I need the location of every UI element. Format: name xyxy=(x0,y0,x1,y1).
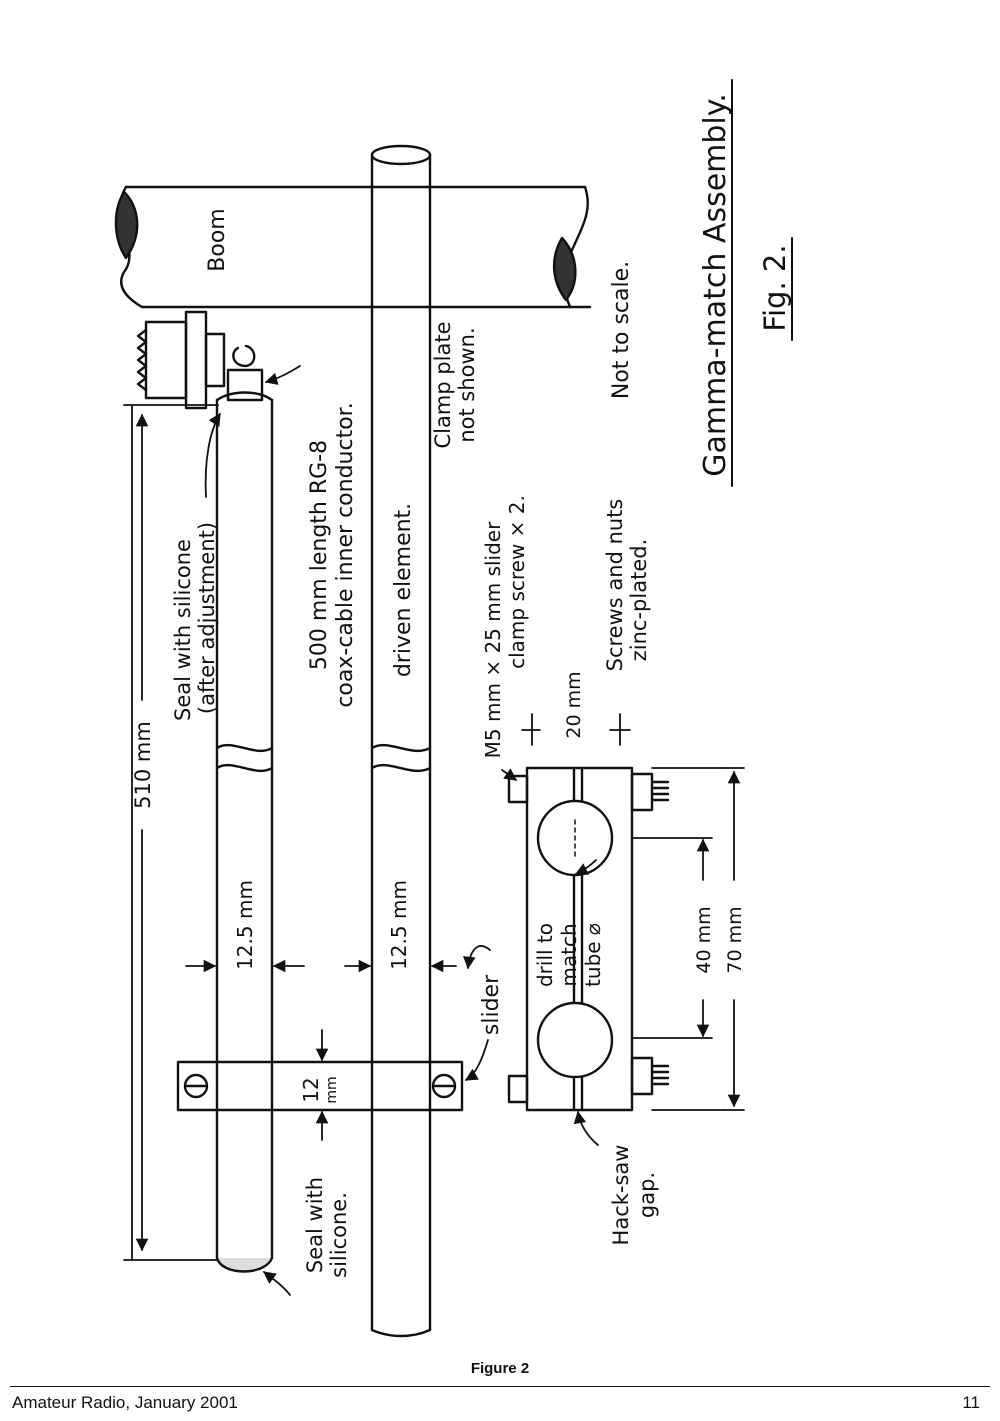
drill-note-line3: tube ⌀ xyxy=(581,923,605,987)
driven-element-tube xyxy=(370,144,432,1338)
slider-label: slider xyxy=(479,974,504,1035)
dim-40-label: 40 mm xyxy=(693,906,715,973)
screw-note-line1: M5 mm × 25 mm slider xyxy=(481,521,505,758)
drill-note-line2: match xyxy=(557,923,581,986)
fig-label: Fig. 2. xyxy=(758,244,792,331)
screws-plated-line1: Screws and nuts xyxy=(603,499,627,672)
seal-bottom-line1: Seal with xyxy=(303,1177,327,1273)
hacksaw-note-line1: Hack-saw xyxy=(609,1145,633,1246)
clamp-note-line1: Clamp plate xyxy=(431,321,455,448)
dim-12-line2: mm xyxy=(324,1076,340,1103)
footer-page-number: 11 xyxy=(962,1393,980,1412)
boom-tube xyxy=(114,185,592,309)
coax-connector xyxy=(136,310,226,410)
clamp-detail xyxy=(507,766,670,1112)
seal-bottom-line2: silicone. xyxy=(327,1192,351,1278)
dim-12-line1: 12 xyxy=(299,1077,323,1102)
not-to-scale-note: Not to scale. xyxy=(609,261,634,399)
screw-note-line2: clamp screw × 2. xyxy=(505,495,529,669)
dim-12-5-rod-label: 12.5 mm xyxy=(233,880,257,970)
footer-publication: Amateur Radio, January 2001 xyxy=(12,1393,238,1412)
gamma-rod-tube xyxy=(215,344,274,1273)
gamma-match-diagram: Gamma-match Assembly. Fig. 2. Not to sca… xyxy=(114,79,793,1338)
slider-bar xyxy=(176,1060,464,1112)
figure-caption: Figure 2 xyxy=(470,1360,530,1377)
driven-element-label: driven element. xyxy=(391,503,416,677)
leader-arrows xyxy=(204,365,599,1296)
dim-510-label: 510 mm xyxy=(131,721,155,809)
seal-top-line1: Seal with silicone xyxy=(171,539,195,721)
screws-plated-line2: zinc-plated. xyxy=(627,539,651,661)
coax-note-line2: coax-cable inner conductor. xyxy=(333,402,358,707)
hacksaw-note-line2: gap. xyxy=(635,1172,659,1218)
footer-rule xyxy=(10,1386,990,1387)
dim-12-5-element-label: 12.5 mm xyxy=(387,880,411,970)
seal-top-line2: (after adjustment) xyxy=(195,522,219,714)
dim-70-label: 70 mm xyxy=(724,906,746,973)
dimension-lines xyxy=(123,404,745,1261)
dim-20-label: 20 mm xyxy=(563,671,585,738)
drill-note-line1: drill to xyxy=(533,923,557,987)
coax-note-line1: 500 mm length RG-8 xyxy=(307,440,332,670)
title-text: Gamma-match Assembly. xyxy=(698,93,733,477)
boom-label: Boom xyxy=(205,208,230,271)
clamp-note-line2: not shown. xyxy=(455,327,479,442)
